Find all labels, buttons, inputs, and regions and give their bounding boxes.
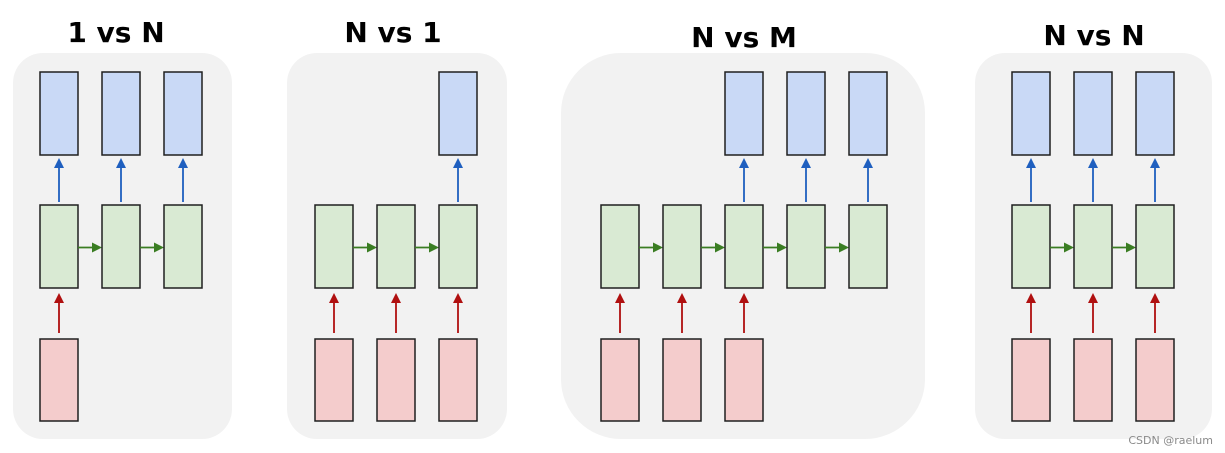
output-cell [848, 71, 888, 156]
input-cell [376, 338, 416, 422]
output-cell [438, 71, 478, 156]
input-cell [600, 338, 640, 422]
hidden-cell [1011, 204, 1051, 289]
hidden-cell [163, 204, 203, 289]
input-cell [1073, 338, 1113, 422]
panel-2: N vs 1 [287, 16, 507, 439]
input-cell [39, 338, 79, 422]
hidden-cell [438, 204, 478, 289]
hidden-cell [848, 204, 888, 289]
output-cell [101, 71, 141, 156]
panel-title: 1 vs N [67, 16, 164, 49]
panel-title: N vs 1 [344, 16, 441, 49]
output-cell [163, 71, 203, 156]
hidden-cell [786, 204, 826, 289]
panel-1: 1 vs N [13, 16, 232, 439]
hidden-cell [724, 204, 764, 289]
output-cell [724, 71, 764, 156]
input-cell [724, 338, 764, 422]
hidden-cell [376, 204, 416, 289]
output-cell [1011, 71, 1051, 156]
hidden-cell [1135, 204, 1175, 289]
input-cell [662, 338, 702, 422]
input-cell [1135, 338, 1175, 422]
output-cell [39, 71, 79, 156]
hidden-cell [314, 204, 354, 289]
hidden-cell [39, 204, 79, 289]
hidden-cell [101, 204, 141, 289]
hidden-cell [1073, 204, 1113, 289]
input-cell [438, 338, 478, 422]
panel-title: N vs M [691, 21, 797, 54]
hidden-cell [662, 204, 702, 289]
output-cell [1135, 71, 1175, 156]
watermark: CSDN @raelum [1128, 434, 1213, 447]
output-cell [786, 71, 826, 156]
panel-3: N vs M [561, 21, 925, 439]
output-cell [1073, 71, 1113, 156]
panel-title: N vs N [1043, 19, 1144, 52]
input-cell [314, 338, 354, 422]
panel-4: N vs N [975, 19, 1212, 439]
hidden-cell [600, 204, 640, 289]
input-cell [1011, 338, 1051, 422]
